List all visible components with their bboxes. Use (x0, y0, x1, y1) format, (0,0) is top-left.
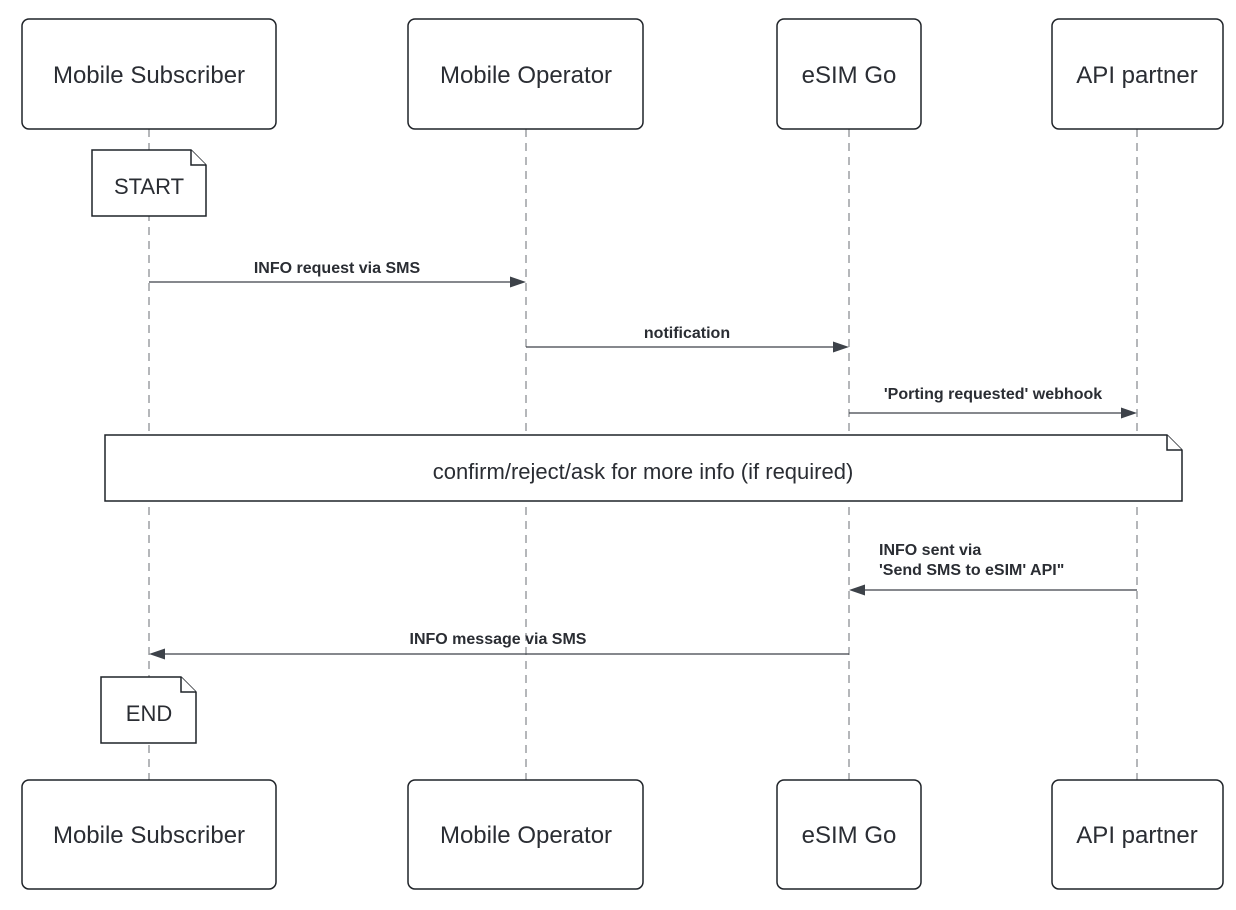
message-notification: notification (526, 325, 849, 353)
participant-label: API partner (1076, 62, 1197, 89)
message-info-request: INFO request via SMS (149, 260, 526, 288)
participant-label: API partner (1076, 822, 1197, 849)
message-label: 'Porting requested' webhook (884, 386, 1102, 403)
participant-partner-bottom: API partner (1051, 779, 1224, 890)
participant-label: Mobile Operator (440, 62, 612, 89)
message-info-message: INFO message via SMS (149, 631, 849, 660)
participant-operator-bottom: Mobile Operator (407, 779, 644, 890)
note-decision: confirm/reject/ask for more info (if req… (104, 434, 1183, 502)
message-label: notification (644, 325, 730, 342)
participant-esimgo-top: eSIM Go (776, 18, 922, 130)
arrowhead-right (833, 341, 849, 353)
arrowhead-right (1121, 407, 1137, 419)
note-end-label: END (126, 701, 172, 726)
arrowhead-left (149, 648, 165, 660)
participant-subscriber-top: Mobile Subscriber (21, 18, 277, 130)
message-label-line1: INFO sent via (879, 542, 981, 559)
participant-operator-top: Mobile Operator (407, 18, 644, 130)
participant-partner-top: API partner (1051, 18, 1224, 130)
note-start: START (91, 149, 207, 217)
note-end: END (100, 676, 197, 744)
message-label-line2: 'Send SMS to eSIM' API" (879, 562, 1064, 579)
arrowhead-left (849, 584, 865, 596)
note-decision-label: confirm/reject/ask for more info (if req… (433, 459, 854, 484)
message-porting-webhook: 'Porting requested' webhook (849, 386, 1137, 419)
participant-label: Mobile Subscriber (53, 62, 245, 89)
participant-label: eSIM Go (802, 62, 897, 89)
arrowhead-right (510, 276, 526, 288)
participant-label: eSIM Go (802, 822, 897, 849)
participant-label: Mobile Subscriber (53, 822, 245, 849)
message-label: INFO message via SMS (410, 631, 587, 648)
message-label: INFO request via SMS (254, 260, 421, 277)
message-info-sent: INFO sent via 'Send SMS to eSIM' API" (849, 542, 1137, 596)
note-start-label: START (114, 174, 184, 199)
participant-subscriber-bottom: Mobile Subscriber (21, 779, 277, 890)
participant-esimgo-bottom: eSIM Go (776, 779, 922, 890)
participant-label: Mobile Operator (440, 822, 612, 849)
